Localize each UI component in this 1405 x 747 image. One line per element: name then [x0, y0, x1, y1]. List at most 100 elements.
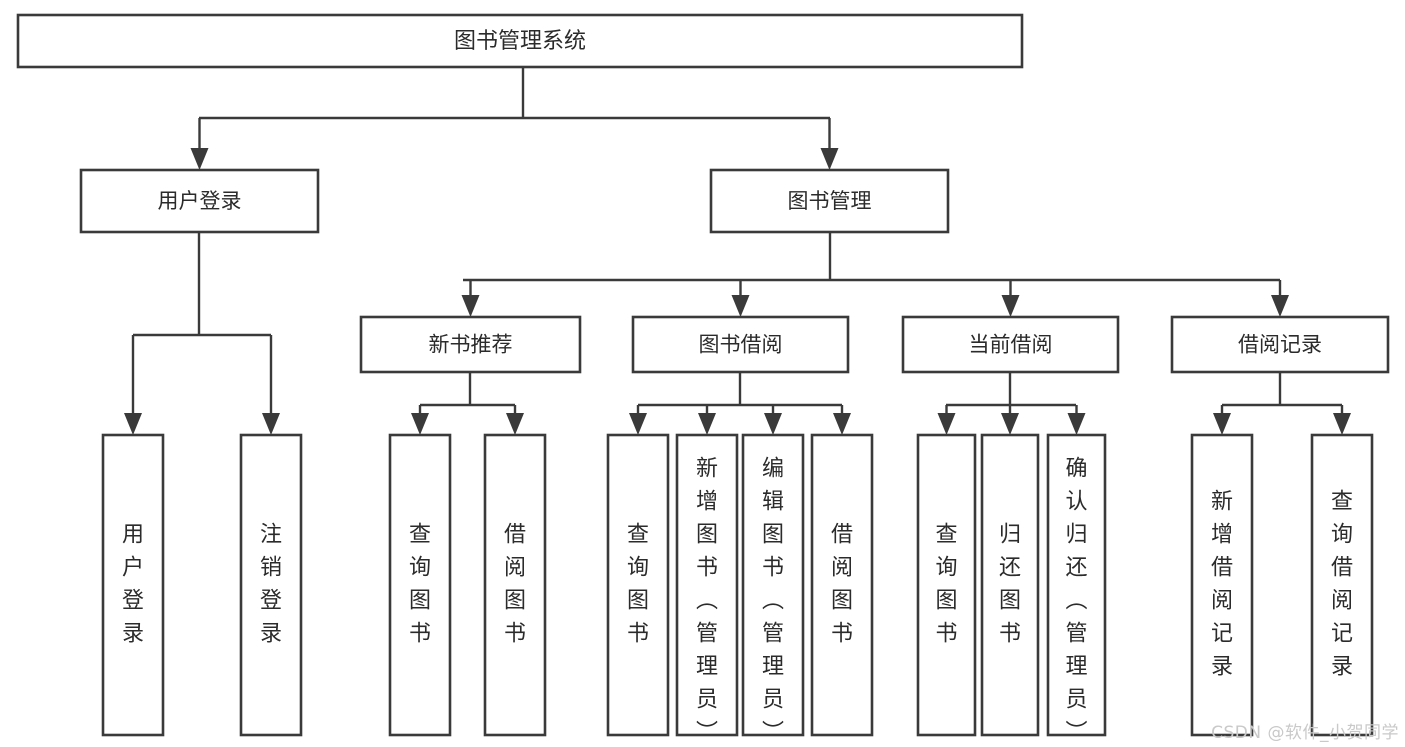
node-book-manage[interactable]: 图书管理	[709, 168, 950, 234]
node-leaf-confirm-return-label-char: 还	[1065, 556, 1087, 581]
book-manage-to-level3-arrow-icon	[461, 295, 480, 317]
node-leaf-edit-book-label-char: 管	[762, 622, 784, 647]
current-borrow-to-leaves-arrow-icon	[1001, 413, 1019, 435]
node-book-manage-label: 图书管理	[788, 189, 872, 213]
node-leaf-add-record-label-char: 记	[1211, 622, 1233, 647]
node-new-book-rec[interactable]: 新书推荐	[359, 315, 582, 374]
node-leaf-add-record-box[interactable]	[1190, 433, 1254, 737]
node-leaf-user-login-box[interactable]	[101, 433, 165, 737]
node-borrow-record[interactable]: 借阅记录	[1170, 315, 1390, 374]
node-leaf-add-record-label-char: 增	[1211, 523, 1233, 548]
node-new-book-rec-box[interactable]	[359, 315, 582, 374]
book-manage-to-level3-arrow-icon	[1001, 295, 1020, 317]
node-leaf-edit-book-label-char: 理	[762, 655, 784, 680]
node-leaf-query-record-label-char: 阅	[1331, 589, 1353, 614]
node-book-borrow[interactable]: 图书借阅	[631, 315, 850, 374]
node-leaf-return-book-box[interactable]	[980, 433, 1040, 737]
node-leaf-add-book-label-char: 图	[696, 523, 718, 548]
node-leaf-query-book-3-label-char: 查	[935, 523, 957, 548]
csdn-watermark: CSDN @软件_小贺同学	[1211, 723, 1399, 743]
node-book-manage-box[interactable]	[709, 168, 950, 234]
node-root-system[interactable]: 图书管理系统	[16, 13, 1024, 69]
node-leaf-borrow-book-1-label-char: 借	[504, 523, 526, 548]
node-root-system-box[interactable]	[16, 13, 1024, 69]
current-borrow-to-leaves-arrow-icon	[937, 413, 956, 435]
borrow-record-to-leaves-arrow-icon	[1333, 413, 1351, 435]
node-leaf-query-book-3-label-char: 询	[935, 556, 957, 581]
node-leaf-user-login[interactable]: 用户登录	[101, 433, 165, 737]
node-leaf-logout-box[interactable]	[239, 433, 303, 737]
node-leaf-edit-book-label-char: 员	[762, 688, 784, 713]
node-borrow-record-box[interactable]	[1170, 315, 1390, 374]
node-user-login-box[interactable]	[79, 168, 320, 234]
node-leaf-add-record-label-char: 阅	[1211, 589, 1233, 614]
node-leaf-query-book-3-box[interactable]	[916, 433, 977, 737]
node-leaf-borrow-book-2-box[interactable]	[810, 433, 874, 737]
user-login-to-leaves-arrow-icon	[262, 413, 280, 435]
node-user-login[interactable]: 用户登录	[79, 168, 320, 234]
node-leaf-borrow-book-1-box[interactable]	[483, 433, 547, 737]
node-leaf-add-book-box[interactable]	[675, 433, 739, 737]
new-book-rec-to-leaves-arrow-icon	[411, 413, 429, 435]
node-current-borrow-box[interactable]	[901, 315, 1120, 374]
node-leaf-user-login-label-char: 登	[122, 589, 144, 614]
node-leaf-add-record-label-char: 借	[1211, 556, 1233, 581]
node-leaf-return-book-label-char: 书	[999, 622, 1021, 647]
book-borrow-to-leaves-arrow-icon	[764, 413, 782, 435]
node-leaf-edit-book-label-char: 辑	[762, 490, 784, 515]
node-leaf-return-book-label-char: 还	[999, 556, 1021, 581]
node-root-system-label: 图书管理系统	[454, 29, 586, 54]
node-leaf-add-record-label-char: 新	[1211, 490, 1233, 515]
root-to-level2-arrow-icon	[820, 148, 839, 170]
node-leaf-query-record-label-char: 询	[1331, 523, 1353, 548]
node-leaf-user-login-label-char: 户	[122, 556, 144, 581]
node-leaf-edit-book-label-char: 书	[762, 556, 784, 581]
node-user-login-label: 用户登录	[158, 189, 242, 213]
node-leaf-add-book-label-char: 管	[696, 622, 718, 647]
node-leaf-query-record-box[interactable]	[1310, 433, 1374, 737]
node-leaf-edit-book-label-char: 图	[762, 523, 784, 548]
node-leaf-add-book-label-char: ︵	[696, 589, 718, 614]
node-book-borrow-label: 图书借阅	[699, 333, 783, 357]
node-leaf-confirm-return-label-char: ︶	[1065, 721, 1087, 746]
node-leaf-query-record-label-char: 记	[1331, 622, 1353, 647]
node-book-borrow-box[interactable]	[631, 315, 850, 374]
node-leaf-query-book-1-box[interactable]	[388, 433, 452, 737]
node-leaf-return-book-label-char: 归	[999, 523, 1021, 548]
node-leaf-confirm-return-box[interactable]	[1046, 433, 1107, 737]
node-leaf-confirm-return-label-char: 理	[1065, 655, 1087, 680]
node-leaf-add-record-label-char: 录	[1211, 655, 1233, 680]
node-leaf-borrow-book-1-label-char: 书	[504, 622, 526, 647]
node-leaf-logout-label-char: 录	[260, 622, 282, 647]
node-leaf-confirm-return-label-char: 认	[1065, 490, 1087, 515]
node-leaf-query-book-1-label-char: 图	[409, 589, 431, 614]
node-leaf-query-book-2-label-char: 图	[627, 589, 649, 614]
node-leaf-edit-book-box[interactable]	[741, 433, 805, 737]
node-leaf-borrow-book-2-label-char: 阅	[831, 556, 853, 581]
node-leaf-borrow-book-2-label-char: 借	[831, 523, 853, 548]
node-leaf-edit-book-label-char: ︶	[762, 721, 784, 746]
node-leaf-query-book-2-box[interactable]	[606, 433, 670, 737]
node-leaf-query-book-2-label-char: 查	[627, 523, 649, 548]
node-current-borrow[interactable]: 当前借阅	[901, 315, 1120, 374]
node-leaf-query-book-1-label-char: 询	[409, 556, 431, 581]
book-manage-to-level3-arrow-icon	[731, 295, 750, 317]
node-leaf-query-record-label-char: 查	[1331, 490, 1353, 515]
node-leaf-return-book-label-char: 图	[999, 589, 1021, 614]
node-leaf-confirm-return-label-char: 归	[1065, 523, 1087, 548]
node-leaf-add-book-label-char: 书	[696, 556, 718, 581]
node-leaf-add-book-label-char: 理	[696, 655, 718, 680]
node-leaf-query-record-label-char: 录	[1331, 655, 1353, 680]
